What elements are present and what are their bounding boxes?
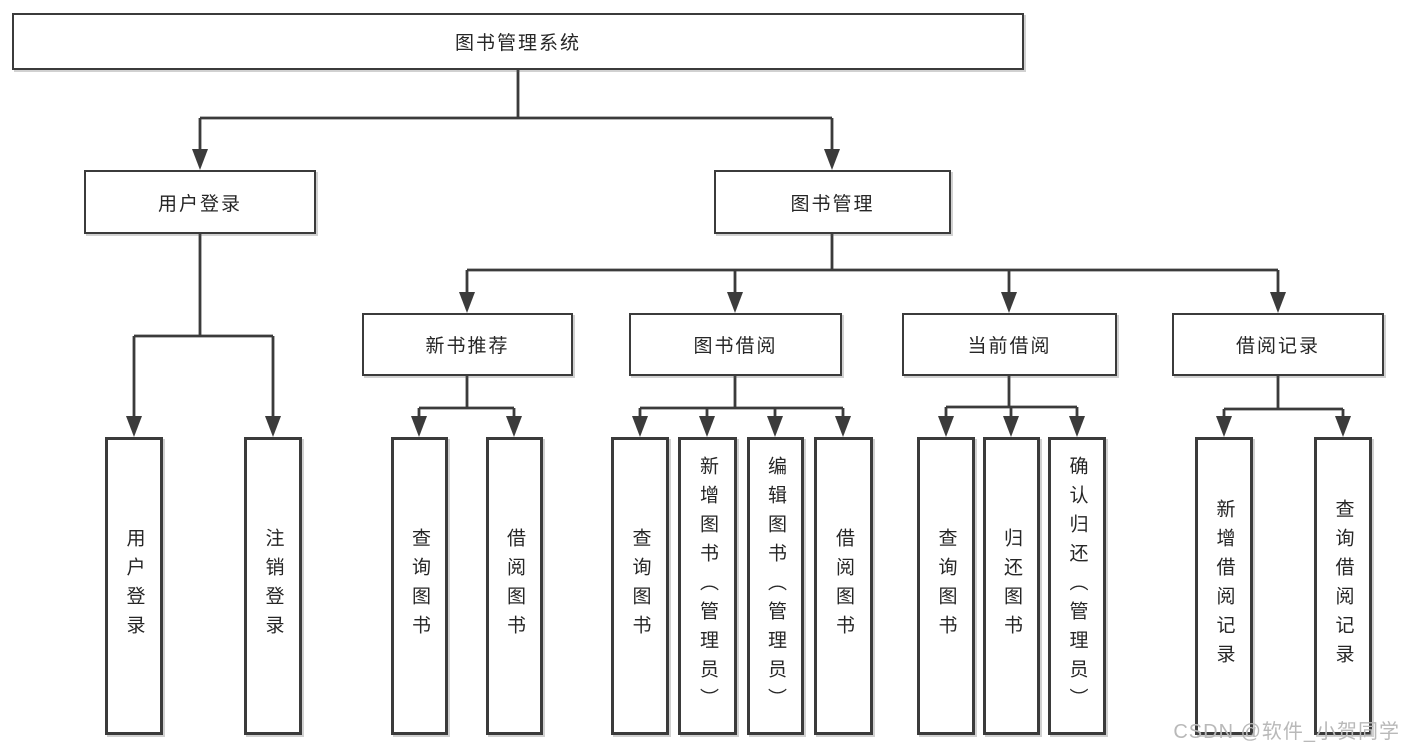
arrow-icon <box>1003 416 1019 437</box>
node-leaf-nb-borrow-books-label: 借阅图书 <box>504 528 525 644</box>
arrow-icon <box>632 416 648 437</box>
connector-bookmgmt-to-level3 <box>465 234 1280 295</box>
node-leaf-br-query-record: 查询借阅记录 <box>1314 437 1372 735</box>
node-leaf-cb-query-books: 查询图书 <box>917 437 975 735</box>
connector-root-to-level2 <box>198 70 834 152</box>
connector-newbook-to-children <box>417 376 516 419</box>
node-leaf-nb-borrow-books: 借阅图书 <box>486 437 543 735</box>
node-leaf-cb-return-books: 归还图书 <box>983 437 1040 735</box>
node-borrow-records-label: 借阅记录 <box>1235 336 1320 357</box>
arrow-icon <box>192 149 208 170</box>
node-leaf-br-add-record: 新增借阅记录 <box>1195 437 1253 735</box>
node-leaf-nb-query-books-label: 查询图书 <box>409 528 430 644</box>
node-user-login: 用户登录 <box>84 170 316 234</box>
arrow-icon <box>938 416 954 437</box>
arrow-icon <box>411 416 427 437</box>
node-leaf-user-login: 用户登录 <box>105 437 163 735</box>
node-leaf-bb-add-books-admin: 新增图书（管理员） <box>678 437 737 735</box>
node-leaf-bb-query-books-label: 查询图书 <box>629 528 651 644</box>
node-leaf-logout: 注销登录 <box>244 437 302 735</box>
node-new-book-recommend: 新书推荐 <box>362 313 573 376</box>
node-current-borrowing: 当前借阅 <box>902 313 1117 376</box>
connector-userlogin-to-children <box>132 234 275 419</box>
arrow-icon <box>699 416 715 437</box>
node-user-login-label: 用户登录 <box>157 193 242 215</box>
connector-curborrow-to-children <box>944 376 1079 419</box>
node-leaf-br-add-record-label: 新增借阅记录 <box>1213 499 1235 673</box>
node-leaf-nb-query-books: 查询图书 <box>391 437 448 735</box>
node-leaf-bb-borrow-books-label: 借阅图书 <box>833 528 854 644</box>
arrow-icon <box>1001 292 1017 313</box>
node-borrow-records: 借阅记录 <box>1172 313 1384 376</box>
arrow-icon <box>835 416 851 437</box>
arrow-icon <box>824 149 840 170</box>
node-book-management-label: 图书管理 <box>790 193 875 215</box>
node-book-management: 图书管理 <box>714 170 951 234</box>
node-leaf-bb-query-books: 查询图书 <box>611 437 669 735</box>
node-book-borrowing: 图书借阅 <box>629 313 842 376</box>
node-leaf-bb-add-books-admin-label: 新增图书（管理员） <box>697 455 718 717</box>
node-leaf-cb-query-books-label: 查询图书 <box>935 528 957 644</box>
arrow-icon <box>1216 416 1232 437</box>
arrow-icon <box>265 416 281 437</box>
arrow-icon <box>506 416 522 437</box>
node-library-system: 图书管理系统 <box>12 13 1024 70</box>
arrow-icon <box>1069 416 1085 437</box>
arrow-icon <box>1270 292 1286 313</box>
connector-lines <box>132 70 1345 419</box>
arrow-icon <box>126 416 142 437</box>
node-library-system-label: 图书管理系统 <box>454 33 581 54</box>
arrowheads <box>126 149 1351 437</box>
connector-bookborrow-to-children <box>638 376 845 419</box>
arrow-icon <box>1335 416 1351 437</box>
node-book-borrowing-label: 图书借阅 <box>693 336 778 357</box>
node-leaf-logout-label: 注销登录 <box>262 528 284 644</box>
arrow-icon <box>767 416 783 437</box>
node-leaf-cb-confirm-return-admin: 确认归还（管理员） <box>1048 437 1106 735</box>
node-leaf-br-query-record-label: 查询借阅记录 <box>1332 499 1354 673</box>
node-new-book-recommend-label: 新书推荐 <box>425 336 510 357</box>
node-leaf-user-login-label: 用户登录 <box>123 528 145 644</box>
node-leaf-bb-edit-books-admin: 编辑图书（管理员） <box>747 437 804 735</box>
node-leaf-bb-borrow-books: 借阅图书 <box>814 437 873 735</box>
node-leaf-cb-confirm-return-admin-label: 确认归还（管理员） <box>1066 455 1088 717</box>
node-leaf-bb-edit-books-admin-label: 编辑图书（管理员） <box>765 455 786 717</box>
node-leaf-cb-return-books-label: 归还图书 <box>1001 528 1022 644</box>
connector-borrowrec-to-children <box>1222 376 1345 419</box>
arrow-icon <box>459 292 475 313</box>
arrow-icon <box>727 292 743 313</box>
node-current-borrowing-label: 当前借阅 <box>967 336 1052 357</box>
watermark: CSDN @软件_小贺同学 <box>1173 721 1400 743</box>
